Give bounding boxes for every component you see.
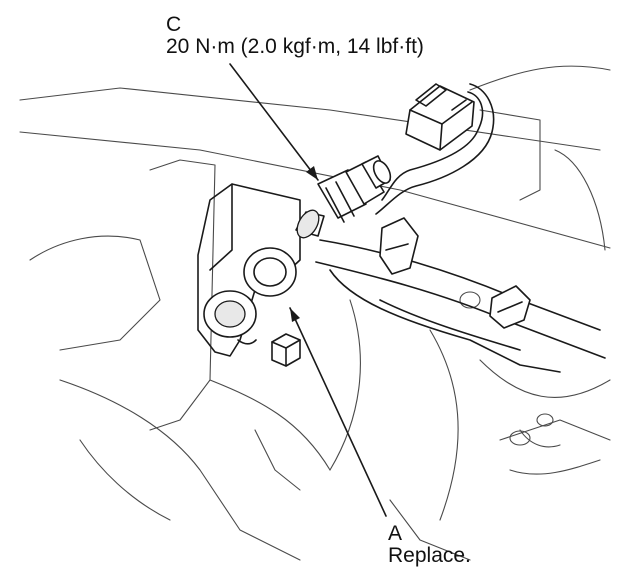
- callout-a-note: Replace.: [388, 544, 471, 567]
- harness-tube: [315, 239, 606, 373]
- oxygen-sensor: [295, 155, 392, 239]
- mounting-nut: [271, 333, 301, 367]
- callout-c-torque-spec: 20 N·m (2.0 kgf·m, 14 lbf·ft): [166, 35, 424, 58]
- sensor-connector: [405, 83, 475, 151]
- leader-lines: [229, 63, 387, 517]
- callout-a: A Replace.: [388, 523, 471, 567]
- sealing-washer: [243, 247, 297, 297]
- harness-clips: [379, 217, 531, 329]
- callout-c: C 20 N·m (2.0 kgf·m, 14 lbf·ft): [166, 14, 424, 58]
- transmission-housing: [19, 65, 611, 561]
- callout-c-letter: C: [166, 13, 182, 36]
- callout-a-letter: A: [388, 522, 403, 545]
- sensor-port: [203, 290, 257, 345]
